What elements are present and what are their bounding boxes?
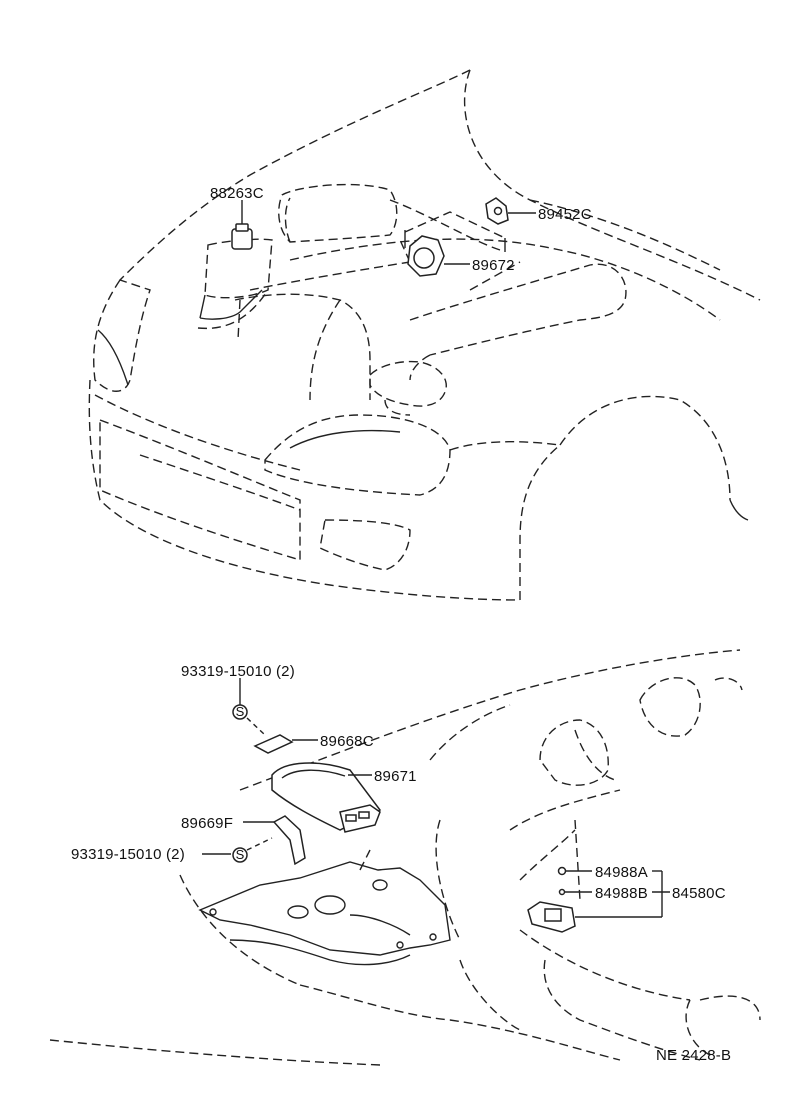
- part-93319-screw-top: [232, 678, 266, 736]
- label-84988a: 84988A: [595, 864, 648, 881]
- part-89672-sensor: [404, 211, 506, 277]
- engine-components: [197, 183, 627, 416]
- label-88263c: 88263C: [210, 185, 264, 202]
- label-89669f: 89669F: [181, 815, 233, 832]
- diagram-code: NE 2428-B: [656, 1047, 731, 1064]
- label-89671: 89671: [374, 768, 417, 785]
- part-89668c-bracket: [253, 734, 318, 754]
- label-89672: 89672: [472, 257, 515, 274]
- label-93319-left: 93319-15010 (2): [71, 846, 185, 863]
- screw-mark-left: S: [236, 847, 245, 862]
- part-88263c-sensor: [231, 200, 253, 250]
- part-89669f-bracket: [243, 815, 306, 866]
- part-89452c-sensor: [485, 197, 536, 225]
- dashboard-outline: [49, 649, 761, 1066]
- part-89671-sensor-unit: [271, 762, 382, 833]
- label-84988b: 84988B: [595, 885, 648, 902]
- label-89452c: 89452C: [538, 206, 592, 223]
- mounting-panel: [198, 861, 451, 966]
- label-84580c: 84580C: [672, 885, 726, 902]
- label-89668c: 89668C: [320, 733, 374, 750]
- part-93319-screw-left: [202, 837, 273, 863]
- label-93319-top: 93319-15010 (2): [181, 663, 295, 680]
- screw-mark-top: S: [236, 704, 245, 719]
- car-front-outline: [88, 69, 761, 601]
- part-84580c-switch: [527, 866, 670, 933]
